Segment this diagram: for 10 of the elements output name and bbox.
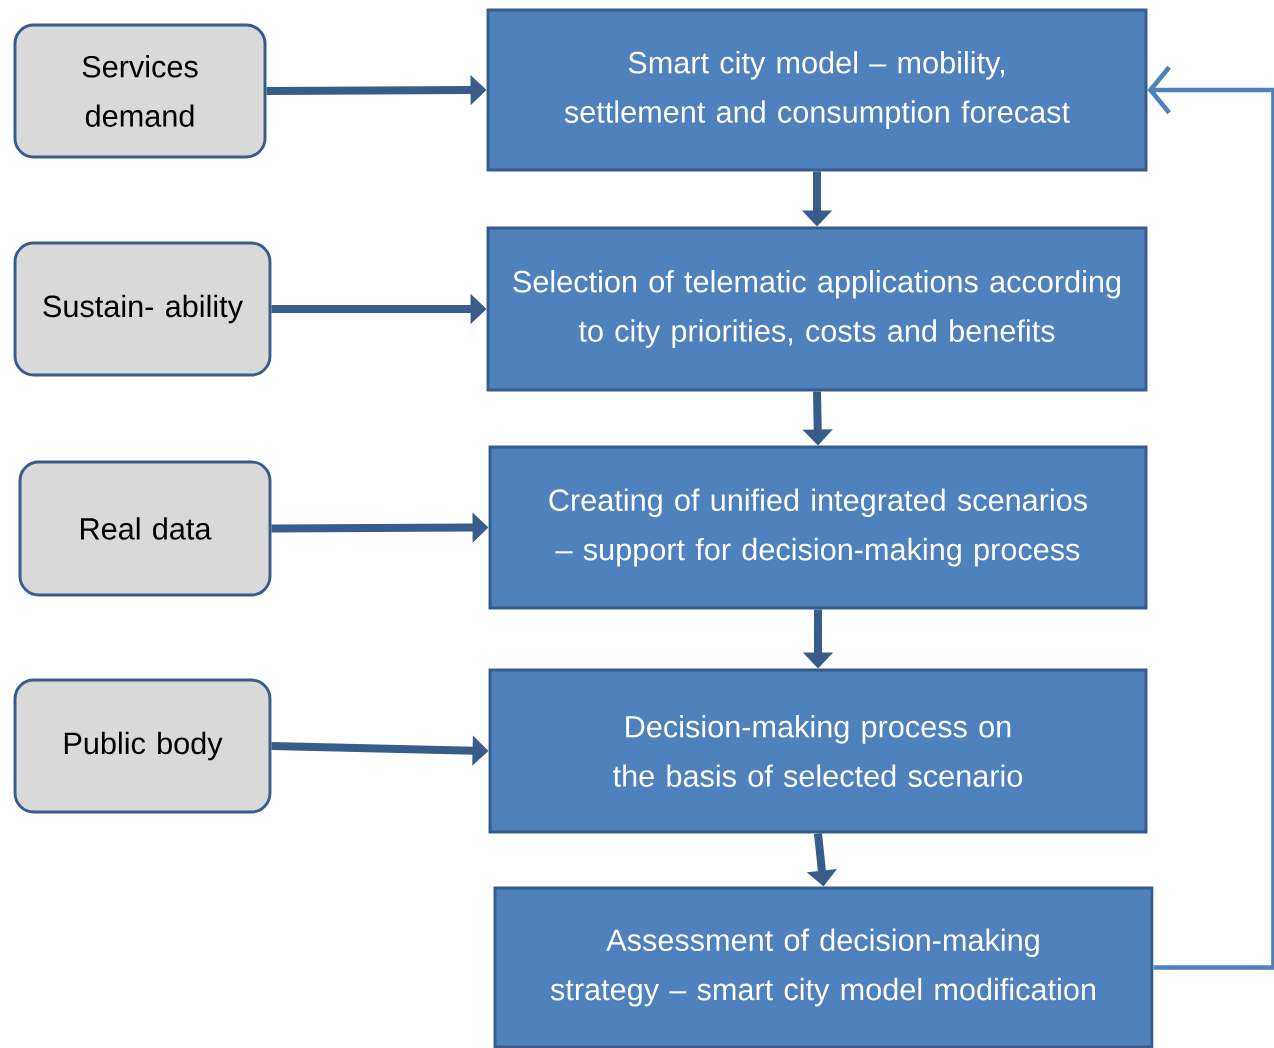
input-box: Public body xyxy=(13,678,272,814)
feedback-arrow xyxy=(1147,65,1274,970)
input-box: Real data xyxy=(18,460,272,597)
process-box: Selection of telematic applications according to city priorities, costs and benefits xyxy=(486,226,1148,392)
process-box: Decision-making process on the basis of selected scenario xyxy=(488,668,1148,834)
process-box: Smart city model – mobility, settlement and consumption forecast xyxy=(486,8,1148,172)
process-box: Creating of unified integrated scenarios – support for decision-making process xyxy=(488,445,1148,610)
input-box: Sustain- ability xyxy=(13,241,272,377)
process-box: Assessment of decision-making strategy – smart city model modification xyxy=(493,886,1154,1048)
input-box: Services demand xyxy=(13,23,267,159)
